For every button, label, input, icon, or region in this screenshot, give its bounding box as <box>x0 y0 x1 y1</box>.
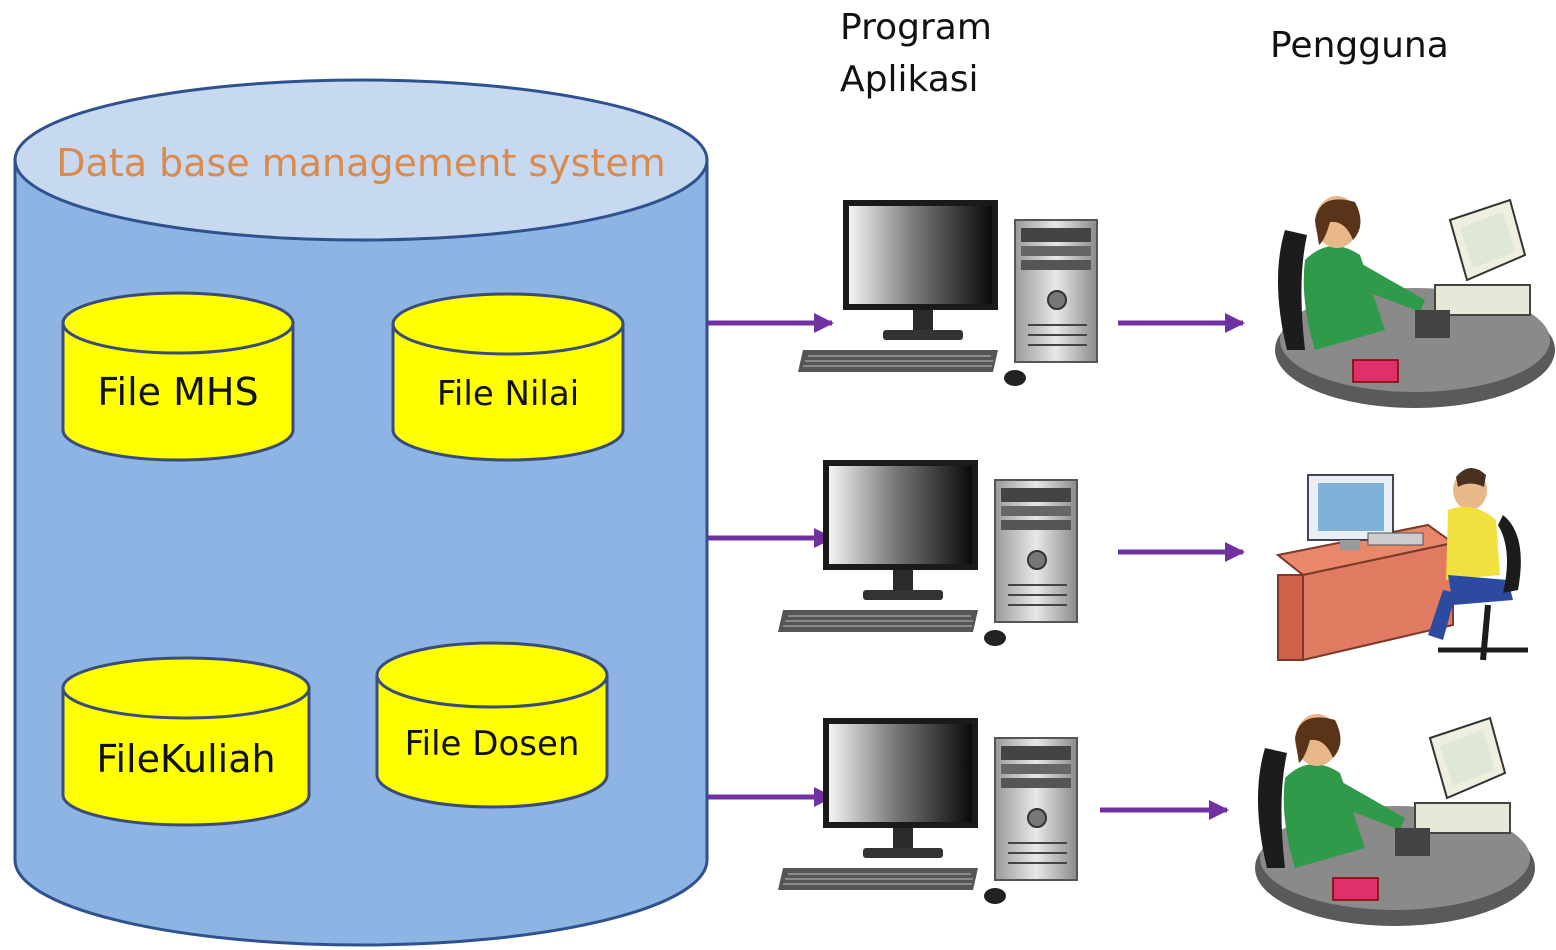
program-aplikasi-header: Program Aplikasi <box>840 2 992 106</box>
computer-icon <box>797 199 1098 387</box>
file-nilai-label: File Nilai <box>437 374 579 414</box>
db-to-app-arrows <box>707 313 834 807</box>
program-header-line1: Program <box>840 7 992 48</box>
dbms-cylinder-top <box>13 78 709 242</box>
woman-at-computer-icon <box>1254 713 1536 927</box>
file-kuliah-label: FileKuliah <box>96 737 275 781</box>
file-nilai-cylinder: File Nilai <box>391 292 625 462</box>
file-kuliah-cylinder: FileKuliah <box>61 656 311 827</box>
pengguna-header: Pengguna <box>1270 25 1449 66</box>
dbms-title: Data base management system <box>56 141 665 185</box>
file-dosen-label: File Dosen <box>405 724 580 764</box>
woman-at-computer-icon <box>1274 195 1556 409</box>
computer-icon <box>777 459 1078 647</box>
file-mhs-cylinder: File MHS <box>61 291 295 462</box>
man-at-computer-icon <box>1278 468 1528 660</box>
computer-icon <box>777 717 1078 905</box>
file-mhs-label: File MHS <box>97 370 258 414</box>
program-header-line2: Aplikasi <box>840 59 979 100</box>
file-dosen-cylinder: File Dosen <box>375 641 609 809</box>
dbms-cylinder-body <box>13 158 709 947</box>
app-to-user-arrows <box>1100 313 1245 820</box>
